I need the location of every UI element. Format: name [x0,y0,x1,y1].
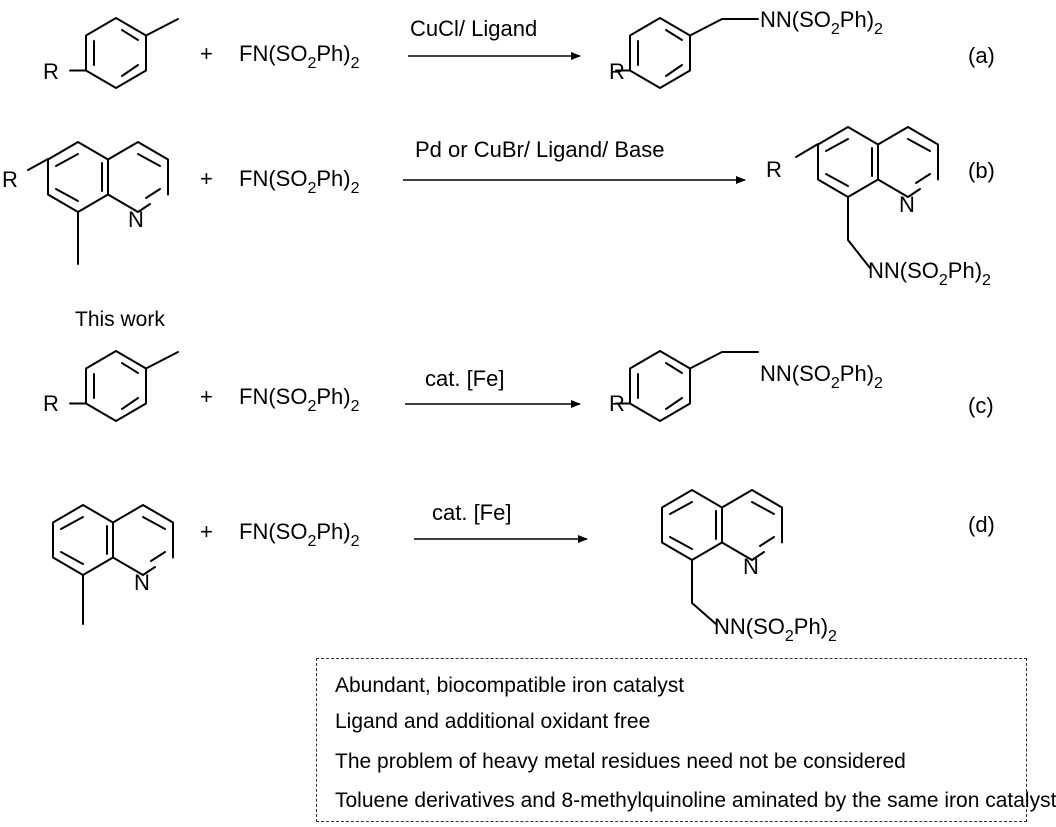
benzyl-product-structure [615,350,759,422]
ring-nitrogen-label: N [743,554,759,579]
advantage-item: Abundant, biocompatible iron catalyst [335,674,685,697]
reagent-formula: FN(SO2Ph)2 [239,519,360,550]
substituent-label: R [609,391,625,416]
reaction-label: (c) [968,393,994,418]
reaction-label: (b) [968,158,995,183]
reaction-c: R + FN(SO2Ph)2 cat. [Fe] R NN(SO2Ph)2 (c… [43,350,994,422]
reaction-conditions: Pd or CuBr/ Ligand/ Base [415,137,664,162]
product-group: NN(SO2Ph)2 [760,7,883,38]
reaction-conditions: CuCl/ Ligand [410,16,537,41]
reaction-conditions: cat. [Fe] [425,366,504,391]
product-group: NN(SO2Ph)2 [868,258,991,289]
toluene-structure [69,350,179,422]
plus-sign: + [200,384,213,409]
methylquinoline-structure [52,504,174,576]
ring-nitrogen-label: N [134,570,150,595]
reaction-a: R + FN(SO2Ph)2 CuCl/ Ligand R NN(SO2Ph)2… [43,7,995,89]
advantage-item: The problem of heavy metal residues need… [335,750,906,773]
methylquinoline-structure [47,141,169,213]
product-group: NN(SO2Ph)2 [714,614,837,645]
advantage-item: Ligand and additional oxidant free [335,710,651,733]
advantage-item: Toluene derivatives and 8-methylquinolin… [335,789,1056,812]
aminated-quinoline-structure [661,489,783,561]
reaction-label: (d) [968,512,995,537]
benzyl-product-structure [615,17,759,89]
reaction-d: N + FN(SO2Ph)2 cat. [Fe] N NN(SO2Ph)2 (d… [52,489,995,645]
toluene-structure [69,17,179,89]
reagent-formula: FN(SO2Ph)2 [239,384,360,415]
ring-nitrogen-label: N [899,192,915,217]
product-group: NN(SO2Ph)2 [760,361,883,392]
reagent-formula: FN(SO2Ph)2 [239,166,360,197]
substituent-label: R [43,391,59,416]
this-work-heading: This work [75,308,165,331]
substituent-label: R [766,157,782,182]
plus-sign: + [200,41,213,66]
reaction-label: (a) [968,43,995,68]
reaction-conditions: cat. [Fe] [432,500,511,525]
reagent-formula: FN(SO2Ph)2 [239,41,360,72]
substituent-label: R [43,59,59,84]
reaction-b: R N + FN(SO2Ph)2 Pd or CuBr/ Ligand/ Bas… [2,126,995,289]
advantages-box [316,658,1027,822]
plus-sign: + [200,519,213,544]
substituent-label: R [2,167,18,192]
substituent-label: R [609,59,625,84]
plus-sign: + [200,166,213,191]
aminated-quinoline-structure [817,126,939,198]
ring-nitrogen-label: N [128,207,144,232]
reaction-scheme: R + FN(SO2Ph)2 CuCl/ Ligand R NN(SO2Ph)2… [2,7,995,645]
